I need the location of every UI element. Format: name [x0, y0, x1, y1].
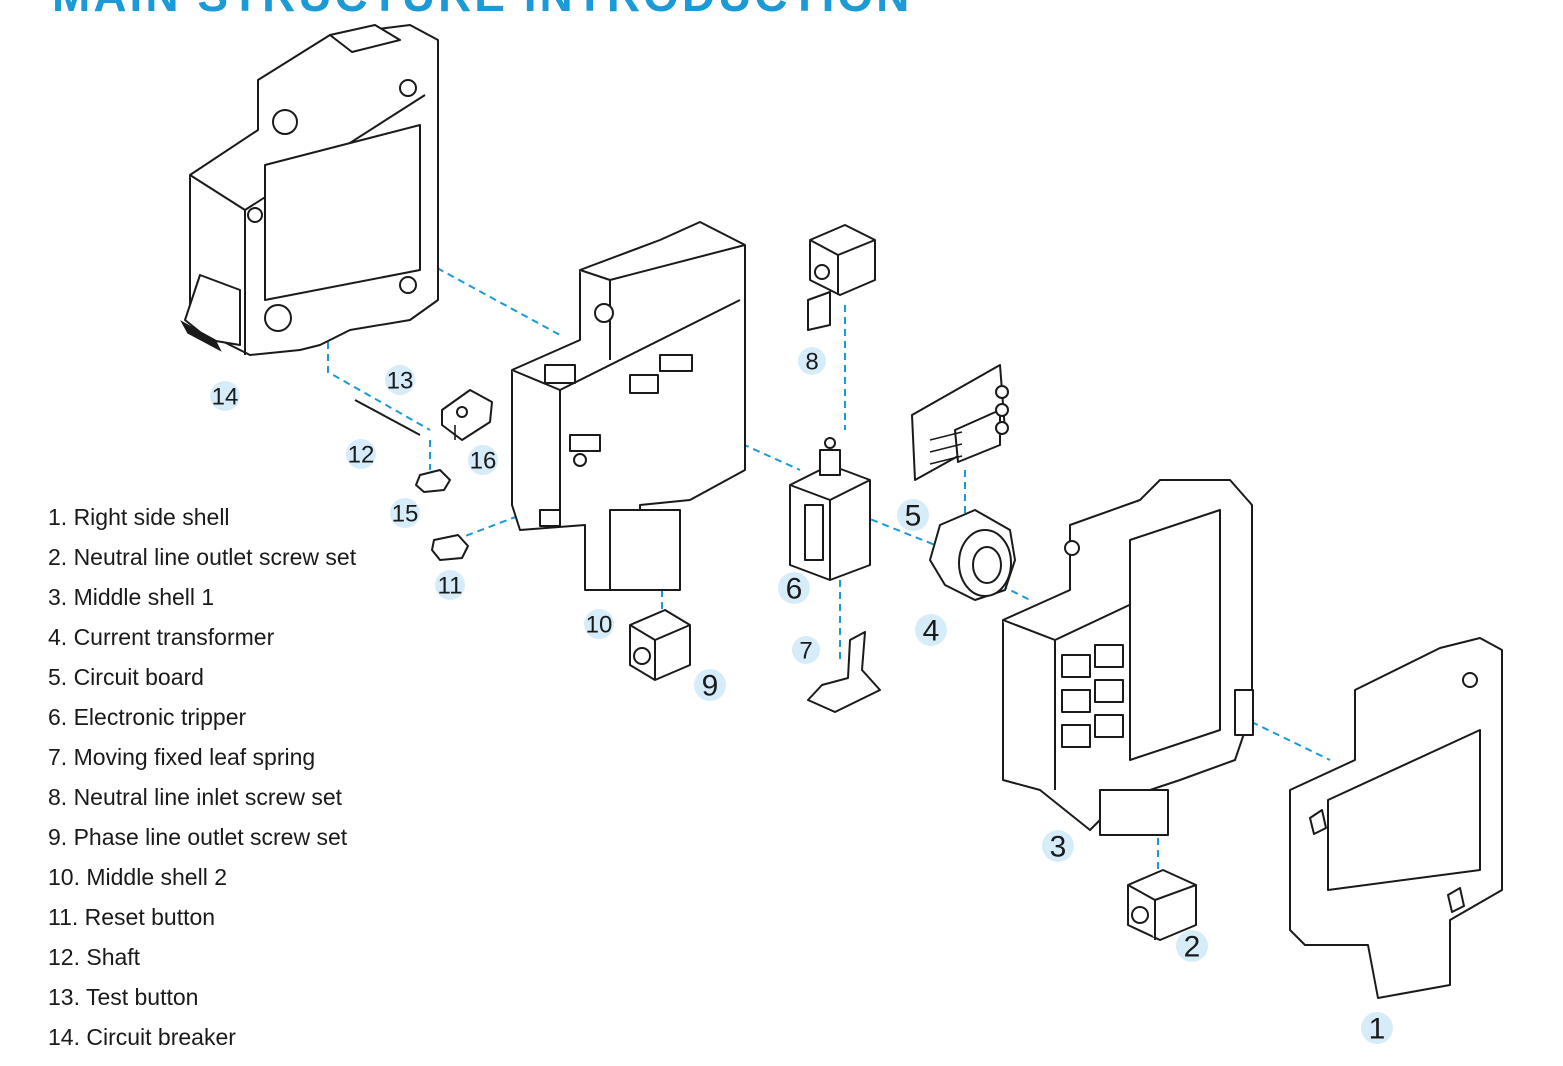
reset-button-part [431, 534, 469, 561]
callout-2: 2 [1176, 930, 1208, 964]
callout-16: 16 [468, 445, 498, 475]
legend-item: 1. Right side shell [48, 504, 230, 530]
callout-2-label: 2 [1184, 931, 1201, 964]
right-side-shell-part [1289, 637, 1503, 999]
callout-10-label: 10 [586, 612, 613, 639]
legend-item: 2. Neutral line outlet screw set [48, 544, 357, 570]
callout-15: 15 [390, 498, 420, 528]
callout-15-label: 15 [392, 501, 419, 528]
circuit-breaker-part [180, 24, 439, 356]
legend-item: 8. Neutral line inlet screw set [48, 784, 343, 810]
legend-item: 13. Test button [48, 984, 199, 1010]
callout-8-label: 8 [805, 349, 818, 376]
legend-item: 5. Circuit board [48, 664, 204, 690]
legend-item: 14. Circuit breaker [48, 1024, 236, 1050]
callout-12: 12 [346, 439, 376, 469]
callout-4: 4 [915, 614, 947, 648]
callout-1-label: 1 [1369, 1013, 1386, 1046]
callout-1: 1 [1361, 1012, 1393, 1046]
parts-legend: 1. Right side shell 2. Neutral line outl… [48, 497, 356, 1057]
legend-item: 9. Phase line outlet screw set [48, 824, 348, 850]
legend-item: 4. Current transformer [48, 624, 275, 650]
leaf-spring-part [807, 631, 881, 713]
callout-5: 5 [897, 499, 929, 533]
callout-14: 14 [210, 381, 240, 411]
legend-item: 11. Reset button [48, 904, 216, 930]
middle-shell-1-part [1002, 479, 1254, 836]
callout-9-label: 9 [702, 670, 719, 703]
callout-9: 9 [694, 669, 726, 703]
callout-12-label: 12 [348, 442, 375, 469]
callout-10: 10 [584, 609, 614, 639]
small-button-15 [415, 469, 451, 493]
test-button-part [441, 389, 493, 441]
callout-13: 13 [385, 365, 415, 395]
guide-line [989, 579, 1031, 601]
neutral-line-inlet-screw-set-part [807, 224, 876, 331]
guide-line [454, 499, 561, 541]
legend-item: 7. Moving fixed leaf spring [48, 744, 316, 770]
callout-6-label: 6 [786, 573, 803, 606]
callout-3: 3 [1042, 830, 1074, 864]
electronic-tripper-part [789, 437, 871, 581]
callout-5-label: 5 [905, 500, 922, 533]
legend-item: 10. Middle shell 2 [48, 864, 227, 890]
guide-line [327, 330, 431, 431]
legend-item: 3. Middle shell 1 [48, 584, 215, 610]
legend-item: 12. Shaft [48, 944, 141, 970]
callout-14-label: 14 [212, 384, 239, 411]
callout-16-label: 16 [470, 448, 497, 475]
current-transformer-part [929, 509, 1016, 601]
callout-4-label: 4 [923, 615, 940, 648]
page-title: MAIN STRUCTURE INTRODUCTION [52, 0, 912, 18]
callout-11-label: 11 [438, 573, 463, 600]
callout-13-label: 13 [387, 368, 414, 395]
circuit-board-part [911, 364, 1009, 481]
middle-shell-2-part [511, 221, 746, 591]
guide-line [394, 244, 561, 336]
legend-item: 6. Electronic tripper [48, 704, 247, 730]
callout-3-label: 3 [1050, 831, 1067, 864]
neutral-line-outlet-screw-set-part [1127, 869, 1197, 941]
phase-line-outlet-screw-set-part [629, 609, 691, 681]
shaft-part [354, 399, 421, 436]
callout-6: 6 [778, 572, 810, 606]
callout-7: 7 [792, 636, 820, 665]
callout-11: 11 [435, 570, 465, 600]
callout-7-label: 7 [799, 638, 812, 665]
callout-8: 8 [798, 347, 826, 376]
